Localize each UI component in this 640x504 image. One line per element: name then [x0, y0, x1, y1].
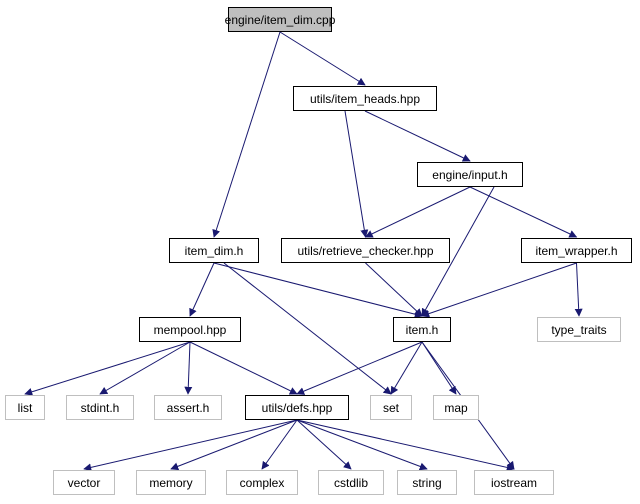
edge-item_dim_cpp-to-item_dim_h [212, 31, 281, 238]
node-input-h[interactable]: engine/input.h [417, 162, 523, 187]
edge-item_h-to-set [390, 341, 423, 395]
node-string[interactable]: string [397, 470, 457, 495]
edge-defs_hpp-to-complex [261, 419, 298, 470]
node-item-dim-cpp[interactable]: engine/item_dim.cpp [225, 7, 335, 32]
edge-item_dim_h-to-item_h [213, 262, 423, 319]
edge-defs_hpp-to-string [296, 419, 428, 471]
edge-item_wrapper_h-to-type_traits [574, 262, 583, 317]
edge-input_h-to-item_h [421, 186, 495, 317]
edge-item_wrapper_h-to-item_h [421, 262, 577, 318]
edge-item_dim_h-to-mempool_hpp [189, 262, 215, 317]
node-complex[interactable]: complex [226, 470, 298, 495]
node-item-dim-h[interactable]: item_dim.h [169, 238, 259, 263]
node-retrieve-checker-hpp[interactable]: utils/retrieve_checker.hpp [281, 238, 450, 263]
node-assert-h[interactable]: assert.h [154, 395, 222, 420]
node-vector[interactable]: vector [53, 470, 115, 495]
node-map[interactable]: map [433, 395, 479, 420]
node-iostream[interactable]: iostream [474, 470, 554, 495]
node-item-h[interactable]: item.h [393, 317, 451, 342]
edge-input_h-to-item_wrapper_h [469, 186, 578, 238]
edge-item_heads_hpp-to-input_h [364, 110, 471, 162]
node-mempool-hpp[interactable]: mempool.hpp [139, 317, 241, 342]
edge-input_h-to-retrieve_checker_hpp [364, 186, 471, 238]
edge-mempool_hpp-to-assert_h [184, 341, 193, 395]
node-set[interactable]: set [370, 395, 412, 420]
edge-defs_hpp-to-memory [170, 419, 298, 471]
edge-item_dim_cpp-to-item_heads_hpp [279, 31, 366, 86]
edge-item_heads_hpp-to-retrieve_checker_hpp [344, 110, 369, 238]
edge-item_dim_h-to-set [223, 262, 392, 395]
node-type-traits[interactable]: type_traits [537, 317, 621, 342]
node-item-wrapper-h[interactable]: item_wrapper.h [521, 238, 632, 263]
node-memory[interactable]: memory [136, 470, 206, 495]
node-item-heads-hpp[interactable]: utils/item_heads.hpp [293, 86, 437, 111]
node-defs-hpp[interactable]: utils/defs.hpp [245, 395, 349, 420]
edge-defs_hpp-to-iostream [296, 419, 515, 472]
edge-item_h-to-defs_hpp [296, 341, 423, 395]
edge-mempool_hpp-to-list [24, 341, 191, 396]
edge-defs_hpp-to-cstdlib [296, 419, 352, 470]
edge-mempool_hpp-to-stdint_h [99, 341, 191, 395]
node-stdint-h[interactable]: stdint.h [66, 395, 134, 420]
node-list[interactable]: list [5, 395, 45, 420]
edge-defs_hpp-to-vector [83, 419, 298, 472]
edge-mempool_hpp-to-defs_hpp [189, 341, 298, 395]
edge-retrieve_checker_hpp-to-item_h [365, 262, 423, 317]
node-cstdlib[interactable]: cstdlib [318, 470, 384, 495]
